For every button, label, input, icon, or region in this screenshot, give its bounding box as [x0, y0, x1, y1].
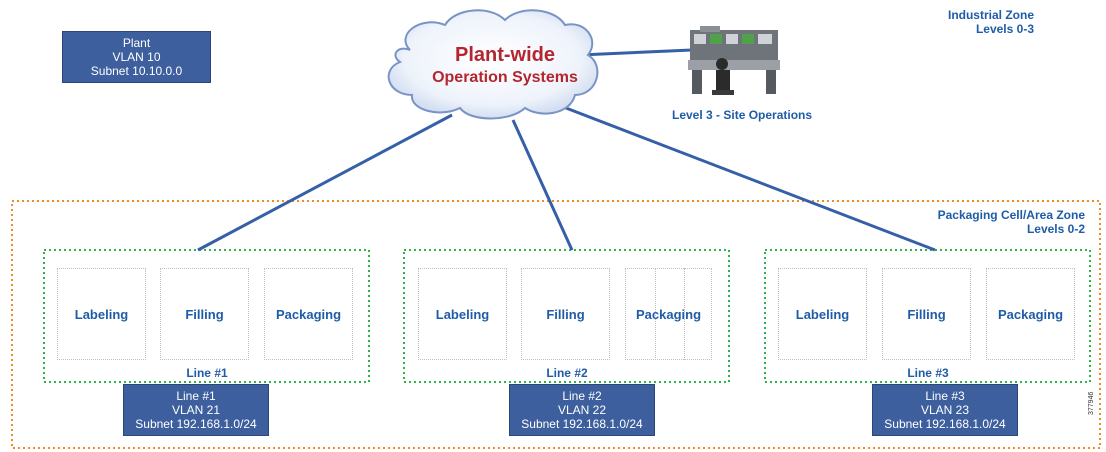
line-2-vlan-box: Line #2 VLAN 22 Subnet 192.168.1.0/24 [509, 384, 655, 436]
cloud-subtitle: Operation Systems [432, 69, 578, 86]
line-2-packaging-cell: Packaging [625, 268, 712, 360]
plant-box-title: Plant [122, 36, 151, 50]
link-line-2 [511, 119, 574, 251]
link-line-1 [197, 113, 453, 252]
line-1-vlan-box: Line #1 VLAN 21 Subnet 192.168.1.0/24 [123, 384, 269, 436]
line-3-info-vlan: VLAN 23 [920, 403, 970, 417]
line-2-packaging-divider-b [684, 268, 685, 360]
line-1-info-vlan: VLAN 21 [171, 403, 221, 417]
line-3-label: Line #3 [907, 366, 949, 380]
figure-id: 377946 [1088, 391, 1095, 415]
industrial-zone-levels: Levels 0-3 [975, 22, 1034, 36]
industrial-zone-label: Industrial Zone Levels 0-3 [874, 8, 1034, 36]
line-3-labeling-cell: Labeling [778, 268, 867, 360]
cell-area-zone-border [11, 200, 1101, 449]
cell-area-zone-label: Packaging Cell/Area Zone Levels 0-2 [885, 208, 1085, 236]
line-3-vlan-box: Line #3 VLAN 23 Subnet 192.168.1.0/24 [872, 384, 1018, 436]
cell-area-zone-levels: Levels 0-2 [1026, 222, 1085, 236]
line-3-packaging-cell: Packaging [986, 268, 1075, 360]
line-3-info-title: Line #3 [925, 389, 965, 403]
cloud-title: Plant-wide [454, 44, 555, 66]
line-1-filling-cell: Filling [160, 268, 249, 360]
line-1-packaging-cell: Packaging [264, 268, 353, 360]
plant-box-subnet: Subnet 10.10.0.0 [90, 64, 183, 78]
line-2-labeling-cell: Labeling [418, 268, 507, 360]
line-1-info-title: Line #1 [176, 389, 216, 403]
industrial-zone-title: Industrial Zone [947, 8, 1034, 22]
link-line-3 [565, 106, 936, 252]
line-1-labeling-cell: Labeling [57, 268, 146, 360]
line-2-zone-border [403, 249, 730, 383]
cloud-shape [387, 9, 599, 120]
line-1-label: Line #1 [186, 366, 228, 380]
line-2-info-title: Line #2 [562, 389, 602, 403]
cell-area-zone-title: Packaging Cell/Area Zone [937, 208, 1085, 222]
line-1-info-subnet: Subnet 192.168.1.0/24 [135, 417, 257, 431]
line-2-label: Line #2 [546, 366, 588, 380]
site-operations-label: Level 3 - Site Operations [672, 108, 813, 122]
plant-box-vlan: VLAN 10 [112, 50, 161, 64]
line-3-zone-border [764, 249, 1091, 383]
plant-vlan-box: Plant VLAN 10 Subnet 10.10.0.0 [62, 31, 211, 83]
line-2-info-vlan: VLAN 22 [557, 403, 607, 417]
line-2-info-subnet: Subnet 192.168.1.0/24 [521, 417, 643, 431]
control-room-icon [688, 26, 780, 95]
link-site-operations [579, 48, 693, 57]
line-3-filling-cell: Filling [882, 268, 971, 360]
line-2-filling-cell: Filling [521, 268, 610, 360]
line-3-info-subnet: Subnet 192.168.1.0/24 [884, 417, 1006, 431]
line-1-zone-border [43, 249, 370, 383]
line-2-packaging-divider-a [655, 268, 656, 360]
